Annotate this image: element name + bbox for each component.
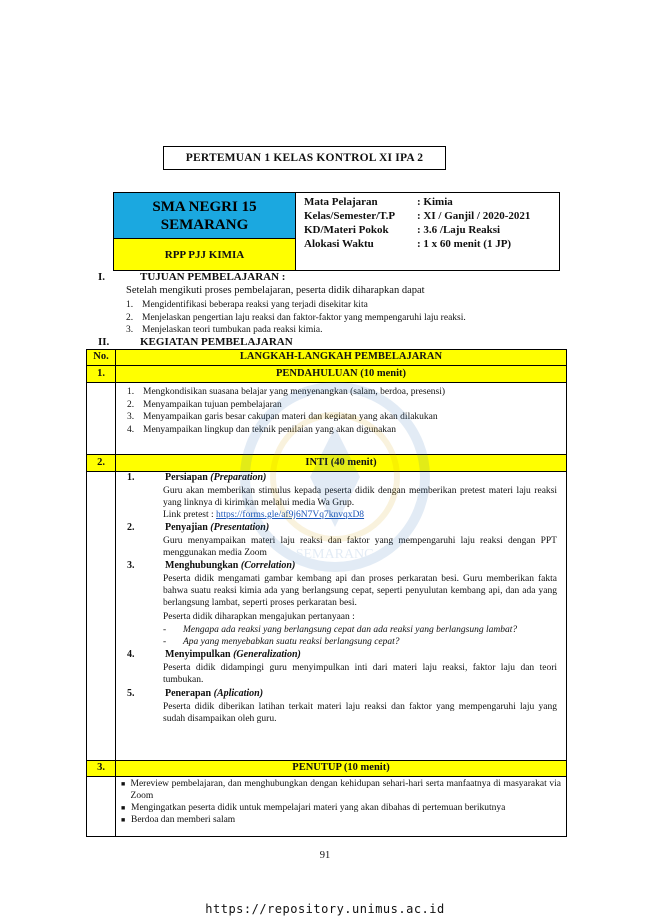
question-item: -Apa yang menyebabkan suatu reaksi berla… [163,637,400,647]
list-item: 3.Menjelaskan teori tumbukan pada reaksi… [126,325,323,335]
step-title: Penerapan (Aplication) [165,688,264,699]
list-item: 2.Menyampaikan tujuan pembelajaran [127,399,282,410]
row-number: 3. [97,762,105,773]
meta-row: KD/Materi Pokok : 3.6 /Laju Reaksi [304,223,556,237]
footer-url[interactable]: https://repository.unimus.ac.id [205,902,445,916]
meta-row: Kelas/Semester/T.P : XI / Ganjil / 2020-2… [304,209,556,223]
school-name-line1: SMA NEGRI 15 [152,198,257,215]
step-title: Menyimpulkan (Generalization) [165,649,301,660]
section-number: II. [98,336,110,348]
table-header-row: No. LANGKAH-LANGKAH PEMBELAJARAN [87,350,566,365]
document-title: PERTEMUAN 1 KELAS KONTROL XI IPA 2 [163,146,446,170]
step-ask: Peserta didik diharapkan mengajukan pert… [163,612,355,622]
subject-meta: Mata Pelajaran : Kimia Kelas/Semester/T.P… [304,195,556,251]
link-label: Link pretest : [163,510,217,520]
list-item: ■Mengingatkan peserta didik untuk mempel… [121,803,506,813]
penutup-list: ■Mereview pembelajaran, dan menghubungka… [121,778,561,826]
question-list: -Mengapa ada reaksi yang berlangsung cep… [163,624,557,648]
row-number: 2. [97,457,105,468]
rpp-header-table: SMA NEGRI 15 SEMARANG RPP PJJ KIMIA Mata… [113,192,560,271]
school-name-cell: SMA NEGRI 15 SEMARANG [114,193,296,239]
activities-table: No. LANGKAH-LANGKAH PEMBELAJARAN 1. PEND… [86,349,567,837]
meta-key: Kelas/Semester/T.P [304,210,396,222]
step-title: Persiapan (Preparation) [165,472,267,483]
list-item: ■Mereview pembelajaran, dan menghubungka… [121,779,561,801]
section-label: KEGIATAN PEMBELAJARAN [140,336,293,348]
rpp-label: RPP PJJ KIMIA [114,239,296,270]
meta-row: Alokasi Waktu : 1 x 60 menit (1 JP) [304,237,556,251]
meta-value: : Kimia [417,196,453,208]
page-number: 91 [319,850,331,861]
list-item: 4.Menyampaikan lingkup dan teknik penila… [127,424,396,435]
list-item: 2.Menjelaskan pengertian laju reaksi dan… [126,312,466,323]
list-item: 3.Menyampaikan garis besar cakupan mater… [127,412,438,422]
section-number: I. [98,271,106,283]
row-title: INTI (40 menit) [305,457,377,468]
step-body: Guru menyampaikan materi laju reaksi dan… [163,536,557,558]
inti-row: 2. INTI (40 menit) [87,455,566,471]
step-body: Guru akan memberikan stimulus kepada pes… [163,486,557,508]
meta-value: : 1 x 60 menit (1 JP) [417,238,512,250]
section-label: TUJUAN PEMBELAJARAN : [140,271,286,283]
col-no: No. [93,351,109,362]
pendahuluan-list: 1.Mengkondisikan suasana belajar yang me… [127,386,445,436]
inti-steps: 1.Persiapan (Preparation) Guru akan memb… [127,472,557,724]
row-number: 1. [97,368,105,379]
penutup-row: 3. PENUTUP (10 menit) [87,761,566,776]
meta-value: : 3.6 /Laju Reaksi [417,224,501,236]
pretest-link[interactable]: https://forms.gle/af9j6N7Vq7knvqxD8 [216,510,365,520]
step-body: Peserta didik didampingi guru menyimpulk… [163,663,557,685]
meta-row: Mata Pelajaran : Kimia [304,195,556,209]
list-item: 1.Mengkondisikan suasana belajar yang me… [127,387,446,397]
step-body: Peserta didik diberikan latihan terkait … [163,702,557,724]
row-title: PENDAHULUAN (10 menit) [275,368,407,379]
meta-key: Mata Pelajaran [304,196,378,208]
school-name-line2: SEMARANG [160,216,249,233]
list-item: 1.Mengidentifikasi beberapa reaksi yang … [126,300,368,310]
question-item: -Mengapa ada reaksi yang berlangsung cep… [163,625,518,635]
meta-value: : XI / Ganjil / 2020-2021 [417,210,531,222]
col-title: LANGKAH-LANGKAH PEMBELAJARAN [239,351,443,362]
meta-key: KD/Materi Pokok [304,224,389,236]
objectives-intro: Setelah mengikuti proses pembelajaran, p… [126,285,425,296]
step-body: Peserta didik mengamati gambar kembang a… [163,574,557,608]
pendahuluan-row: 1. PENDAHULUAN (10 menit) [87,366,566,382]
row-title: PENUTUP (10 menit) [292,762,390,773]
meta-key: Alokasi Waktu [304,238,374,250]
step-title: Menghubungkan (Correlation) [165,560,296,571]
list-item: ■Berdoa dan memberi salam [121,815,236,825]
step-title: Penyajian (Presentation) [165,522,270,533]
objectives-list: 1.Mengidentifikasi beberapa reaksi yang … [126,299,466,337]
